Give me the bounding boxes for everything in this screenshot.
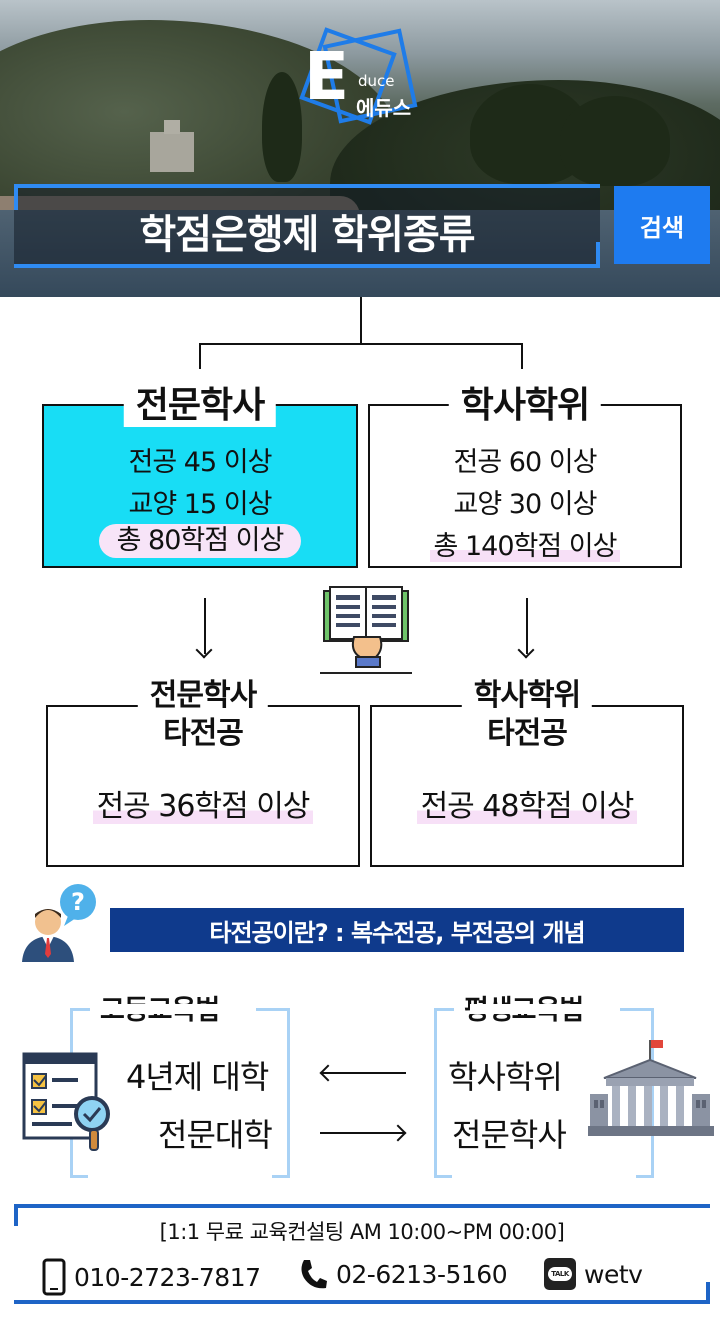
degree-box-associate: 전문학사 전공 45 이상 교양 15 이상 총 80학점 이상 xyxy=(42,384,358,568)
bracket-gap xyxy=(452,1174,636,1184)
other-major-title-line: 전문학사 xyxy=(149,678,257,713)
degree-requirement: 교양 15 이상 xyxy=(128,489,273,520)
degree-requirement: 교양 30 이상 xyxy=(453,489,598,520)
logo-korean: 에듀스 xyxy=(356,96,412,120)
background-church xyxy=(150,120,194,172)
checklist-magnifier-icon xyxy=(22,1052,110,1151)
phone-contact[interactable]: 02-6213-5160 xyxy=(298,1258,508,1290)
arrow-right-icon xyxy=(320,1132,404,1134)
open-book-icon xyxy=(320,586,412,674)
tree-connector xyxy=(199,343,523,345)
question-banner: 타전공이란? : 복수전공, 부전공의 개념 xyxy=(110,908,684,952)
educe-logo[interactable]: E duce 에듀스 xyxy=(296,26,432,136)
arrow-down-icon xyxy=(526,598,528,654)
mobile-phone-icon xyxy=(42,1258,66,1296)
other-major-requirement: 전공 36학점 이상 xyxy=(92,789,314,824)
contact-panel: [1:1 무료 교육컨설팅 AM 10:00~PM 00:00] 010-272… xyxy=(14,1204,710,1304)
tree-connector xyxy=(199,343,201,369)
degree-requirement: 전공 45 이상 xyxy=(128,447,273,478)
kakao-badge-text: TALK xyxy=(548,1267,572,1281)
kakao-contact[interactable]: TALK wetv xyxy=(544,1258,643,1290)
tree-connector xyxy=(360,297,362,343)
header-banner: E duce 에듀스 학점은행제 학위종류 검색 xyxy=(0,0,720,297)
phone-number: 02-6213-5160 xyxy=(336,1259,508,1289)
search-button[interactable]: 검색 xyxy=(614,186,710,264)
tree-connector xyxy=(521,343,523,369)
degree-title: 전문학사 xyxy=(123,384,277,428)
kakao-id: wetv xyxy=(584,1259,643,1289)
other-major-title-line: 학사학위 xyxy=(473,678,581,713)
other-major-box-associate: 전문학사 타전공 전공 36학점 이상 xyxy=(46,677,360,867)
other-major-title-line: 타전공 xyxy=(163,715,244,751)
law-item: 전문학사 xyxy=(452,1116,567,1154)
page-title: 학점은행제 학위종류 xyxy=(139,212,475,258)
degree-box-bachelor: 학사학위 전공 60 이상 교양 30 이상 총 140학점 이상 xyxy=(368,384,682,568)
degree-total: 총 140학점 이상 xyxy=(429,531,621,562)
telephone-icon xyxy=(301,1260,327,1289)
bracket-gap xyxy=(470,1004,620,1014)
mobile-contact[interactable]: 010-2723-7817 xyxy=(42,1258,261,1296)
other-major-title-line: 타전공 xyxy=(487,715,568,751)
bracket-gap xyxy=(106,1004,256,1014)
mobile-number: 010-2723-7817 xyxy=(74,1262,261,1292)
question-person-icon: ? xyxy=(22,884,96,962)
other-major-box-bachelor: 학사학위 타전공 전공 48학점 이상 xyxy=(370,677,684,867)
law-item: 4년제 대학 xyxy=(126,1058,269,1096)
arrow-down-icon xyxy=(204,598,206,654)
title-frame: 학점은행제 학위종류 xyxy=(14,184,600,268)
arrow-left-icon xyxy=(322,1072,406,1074)
law-item: 전문대학 xyxy=(158,1116,273,1154)
kakao-talk-icon: TALK xyxy=(544,1258,576,1290)
logo-subtext: duce xyxy=(358,72,395,90)
background-tree xyxy=(560,96,670,186)
other-major-requirement: 전공 48학점 이상 xyxy=(416,789,638,824)
government-building-icon xyxy=(588,1040,714,1136)
degree-total: 총 80학점 이상 xyxy=(98,524,302,558)
degree-title: 학사학위 xyxy=(448,384,602,428)
other-major-title: 전문학사 타전공 xyxy=(137,677,269,752)
other-major-title: 학사학위 타전공 xyxy=(461,677,593,752)
bracket-gap xyxy=(88,1174,272,1184)
law-item: 학사학위 xyxy=(448,1058,563,1096)
degree-requirement: 전공 60 이상 xyxy=(453,447,598,478)
svg-text:?: ? xyxy=(71,888,85,916)
logo-letter: E xyxy=(304,38,350,115)
consulting-hours: [1:1 무료 교육컨설팅 AM 10:00~PM 00:00] xyxy=(159,1220,565,1244)
background-tree xyxy=(262,72,302,182)
